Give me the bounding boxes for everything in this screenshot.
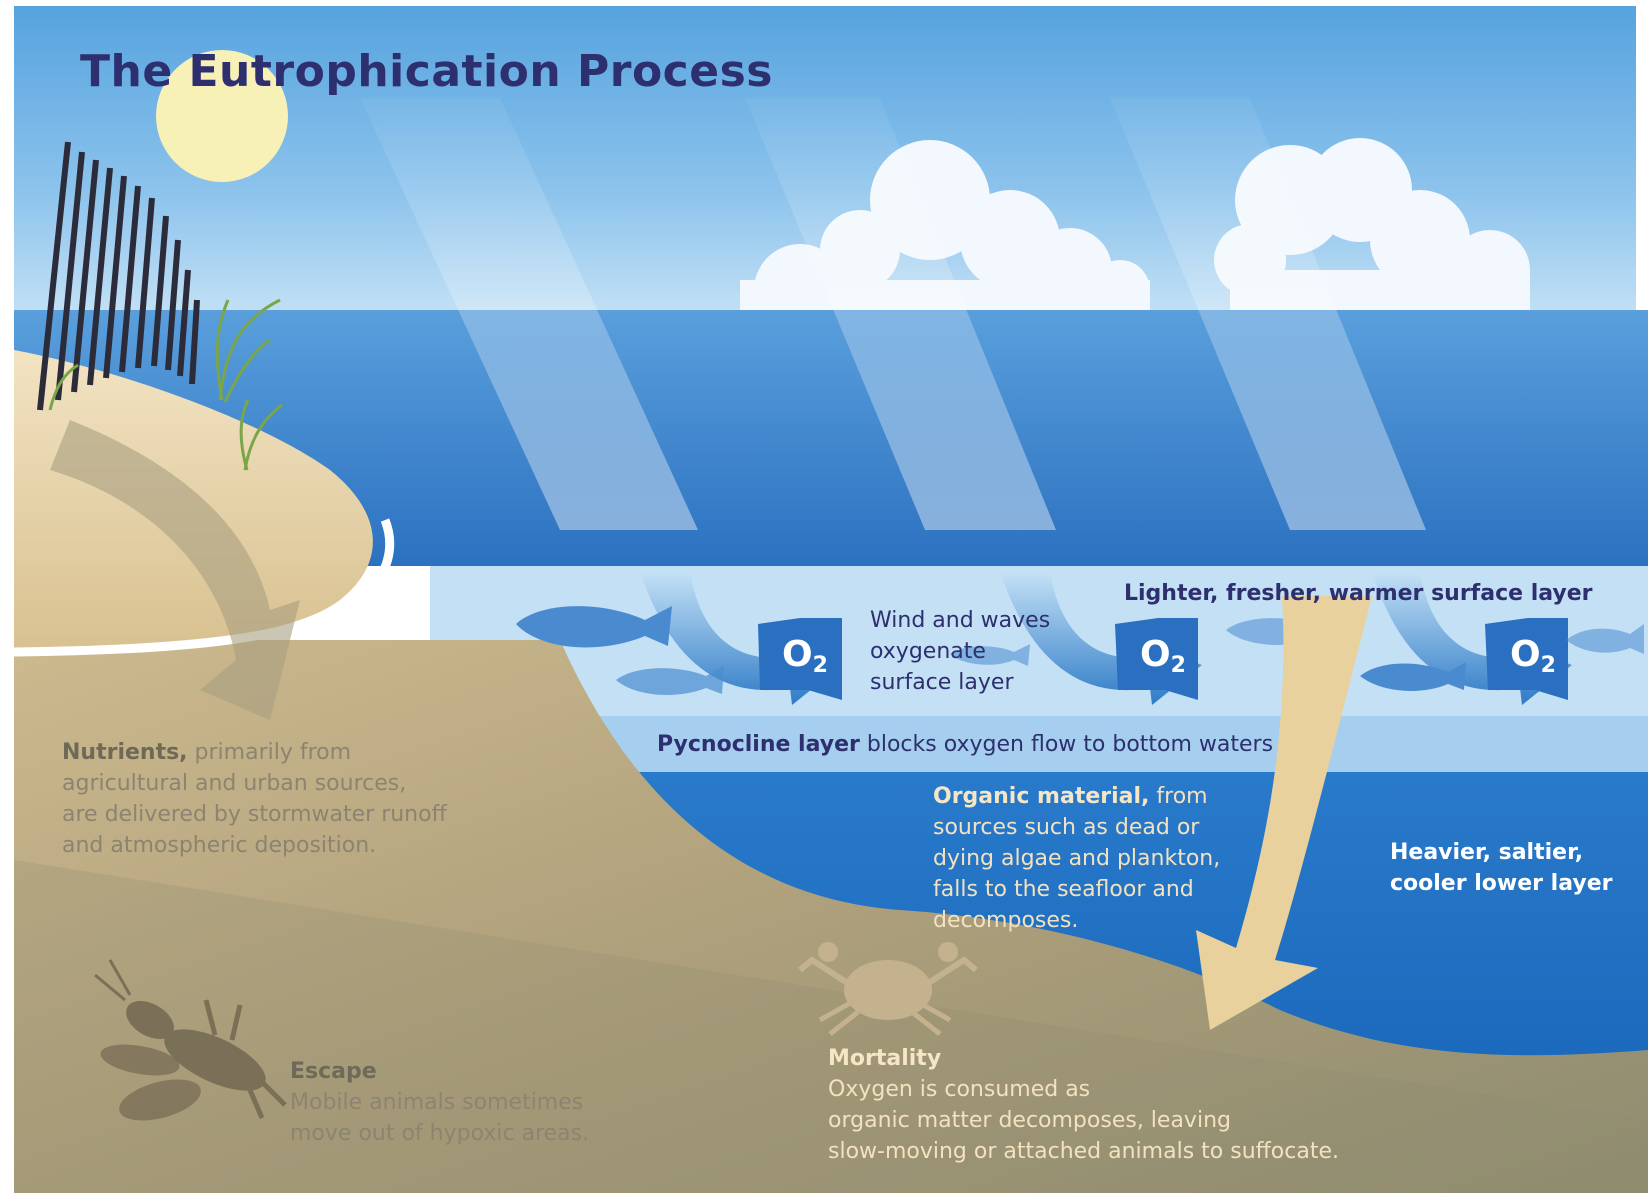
nutrients-label: Nutrients, primarily from agricultural a… [62, 740, 447, 858]
o2-symbol: O2 [1140, 634, 1186, 678]
wind-waves-label: Wind and waves oxygenate surface layer [870, 608, 1051, 695]
organic-material-label: Organic material, from sources such as d… [933, 784, 1221, 933]
surface-layer-label: Lighter, fresher, warmer surface layer [1124, 581, 1593, 606]
diagram-title: The Eutrophication Process [80, 46, 773, 97]
wind-beams [360, 98, 1426, 530]
crab-icon [798, 942, 978, 1036]
sun-icon [156, 50, 288, 182]
escape-label: Escape Mobile animals sometimes move out… [290, 1059, 590, 1146]
beach-grass-icon [48, 298, 283, 471]
dune-fence-icon [37, 141, 200, 411]
organic-material-arrow [1196, 596, 1372, 1030]
o2-symbol: O2 [782, 634, 828, 678]
oxygen-arrows [758, 618, 1568, 700]
seafloor [14, 640, 1648, 1193]
pycnocline-label: Pycnocline layer blocks oxygen flow to b… [657, 732, 1274, 757]
o2-symbol: O2 [1510, 634, 1556, 678]
lobster-icon [94, 959, 287, 1121]
lower-layer-label: Heavier, saltier, cooler lower layer [1390, 840, 1613, 896]
nutrients-arrow [50, 420, 300, 720]
pycnocline-layer [430, 716, 1648, 772]
shoreline-foam [13, 518, 395, 657]
mortality-label: Mortality Oxygen is consumed as organic … [828, 1046, 1339, 1164]
